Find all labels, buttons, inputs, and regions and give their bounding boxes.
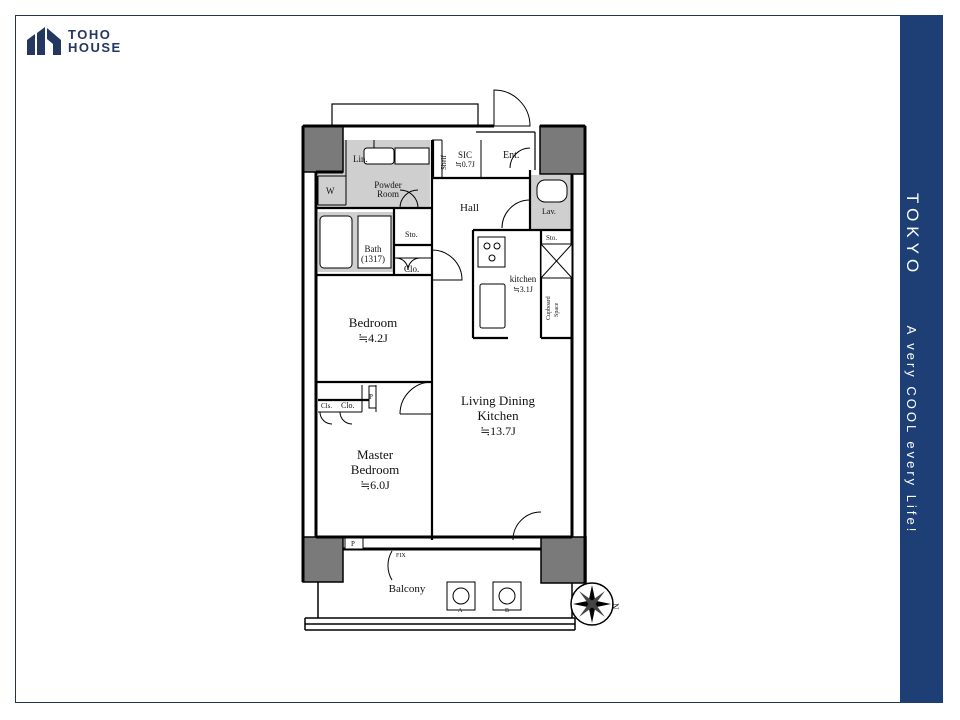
master-bedroom-size: ≒6.0J xyxy=(360,478,390,492)
storage-label-2: Sto. xyxy=(546,234,557,242)
powder-room-label-2: Room xyxy=(377,189,399,199)
ldk-label-2: Kitchen xyxy=(477,408,519,423)
bedroom-label: Bedroom xyxy=(349,315,397,330)
structural-columns xyxy=(302,125,587,584)
master-bedroom-label-1: Master xyxy=(357,447,394,462)
storage-label-1: Sto. xyxy=(405,230,418,239)
pipe-space-label-1: P xyxy=(369,393,373,401)
kitchen-size: ≒3.1J xyxy=(513,285,533,294)
entrance-label: Ent. xyxy=(503,150,519,161)
ac-unit-a-label: A xyxy=(458,608,463,614)
bedroom-size: ≒4.2J xyxy=(358,331,388,345)
ac-units xyxy=(446,581,522,611)
bath-size: (1317) xyxy=(361,254,385,264)
brand-name: TOHO HOUSE xyxy=(68,28,122,54)
ldk-size: ≒13.7J xyxy=(480,424,516,438)
brand-line2: HOUSE xyxy=(68,40,122,55)
ac-unit-b-label: B xyxy=(505,608,509,614)
brand-line1: TOHO xyxy=(68,27,112,42)
hall-label: Hall xyxy=(460,202,479,214)
fix-window-label: FIX xyxy=(396,553,406,559)
master-bedroom-label-2: Bedroom xyxy=(351,462,399,477)
doors xyxy=(319,89,542,581)
closet-small-label: Cls. xyxy=(321,402,332,410)
washer-label: W xyxy=(326,186,335,196)
kitchen-label: kitchen xyxy=(510,274,537,284)
lavatory-label: Lav. xyxy=(542,207,556,216)
ldk-label-1: Living Dining xyxy=(461,393,536,408)
shelf-label: Shelf xyxy=(440,155,448,170)
balcony-label: Balcony xyxy=(389,583,426,595)
north-edge xyxy=(331,103,536,170)
closet-label-2: Clo. xyxy=(341,401,355,410)
pipe-space-label-2: P xyxy=(351,540,355,548)
powder-room-label-1: Powder xyxy=(374,180,402,190)
cupboard-label-1: Cupboard xyxy=(546,296,552,320)
north-compass-icon xyxy=(570,582,614,626)
bath-label: Bath xyxy=(365,244,382,254)
sic-size: ≒0.7J xyxy=(455,160,475,169)
toho-house-logo-icon xyxy=(27,27,61,55)
exterior-walls xyxy=(301,124,587,583)
room-labels: Lin. Powder Room W Shelf SIC ≒0.7J Ent. … xyxy=(321,150,620,614)
cupboard-label-2: Space xyxy=(554,302,560,317)
fixtures xyxy=(319,147,573,550)
north-label: N xyxy=(610,603,620,610)
page-frame xyxy=(15,15,943,703)
closet-label-1: Clo. xyxy=(404,264,419,274)
sidebar-banner: TOKYO A very COOL every Life! xyxy=(900,15,943,703)
balcony-railing xyxy=(304,582,576,631)
brand-logo[interactable]: TOHO HOUSE xyxy=(26,26,122,56)
sic-label: SIC xyxy=(458,150,472,160)
linen-label: Lin. xyxy=(353,154,368,164)
